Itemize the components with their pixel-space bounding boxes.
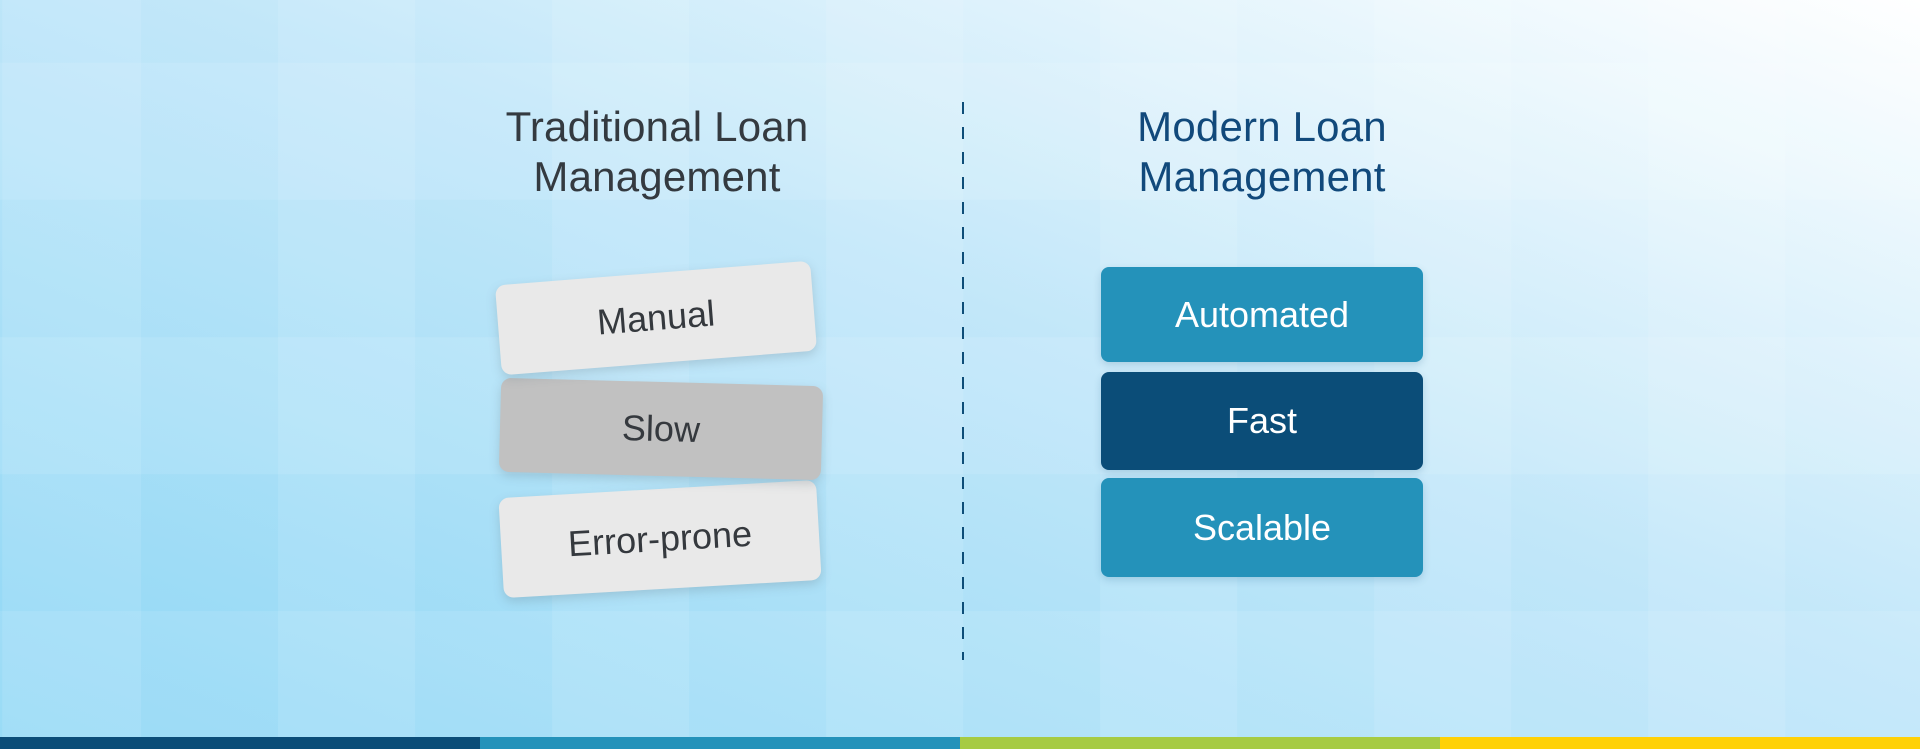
dashed-divider-line bbox=[962, 102, 964, 660]
modern-title-line2: Management bbox=[1138, 153, 1386, 200]
modern-box-automated: Automated bbox=[1101, 267, 1423, 362]
footer-segment-green bbox=[960, 737, 1440, 749]
traditional-box-manual-label: Manual bbox=[595, 292, 717, 343]
traditional-title-line1: Traditional Loan bbox=[505, 103, 809, 150]
modern-box-scalable: Scalable bbox=[1101, 478, 1423, 577]
modern-box-scalable-label: Scalable bbox=[1192, 506, 1332, 548]
traditional-box-slow-label: Slow bbox=[621, 406, 701, 451]
traditional-box-slow: Slow bbox=[498, 377, 824, 481]
traditional-title-line2: Management bbox=[533, 153, 781, 200]
traditional-box-error-prone-label: Error-prone bbox=[566, 512, 754, 565]
footer-color-bar bbox=[0, 737, 1920, 749]
modern-box-fast-label: Fast bbox=[1226, 400, 1297, 441]
modern-title-line1: Modern Loan bbox=[1137, 103, 1387, 150]
traditional-title: Traditional Loan Management bbox=[377, 102, 937, 202]
footer-segment-navy bbox=[0, 737, 480, 749]
modern-box-fast: Fast bbox=[1101, 372, 1423, 470]
footer-segment-teal bbox=[480, 737, 960, 749]
traditional-box-error-prone: Error-prone bbox=[498, 479, 822, 599]
footer-segment-yellow bbox=[1440, 737, 1920, 749]
modern-box-automated-label: Automated bbox=[1174, 293, 1350, 335]
modern-title: Modern Loan Management bbox=[982, 102, 1542, 202]
traditional-box-manual: Manual bbox=[494, 260, 818, 376]
